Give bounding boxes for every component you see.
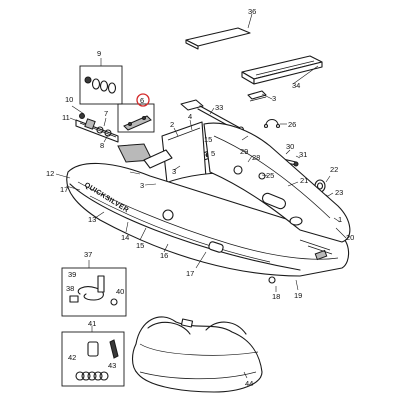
callout-19: 19 <box>294 291 302 300</box>
callout-11: 11 <box>62 113 70 122</box>
callout-labels: 36 34 3 9 6 10 11 7 8 33 26 30 31 2 4 15… <box>46 7 354 388</box>
callout-34: 34 <box>292 81 300 90</box>
callout-41: 41 <box>88 319 96 328</box>
transom-valve-assembly <box>69 105 119 143</box>
callout-23: 23 <box>335 188 343 197</box>
callout-6: 6 <box>140 96 144 105</box>
callout-5: 5 <box>211 149 215 158</box>
callout-17b: 17 <box>186 269 194 278</box>
callout-4: 4 <box>188 112 192 121</box>
callout-7: 7 <box>104 109 108 118</box>
callout-39: 39 <box>68 270 76 279</box>
callout-28: 28 <box>252 153 260 162</box>
callout-12: 12 <box>46 169 54 178</box>
callout-9: 9 <box>97 49 101 58</box>
callout-36: 36 <box>248 7 256 16</box>
part-36-seat-board <box>185 13 253 50</box>
part-44-carry-bag <box>131 316 263 393</box>
callout-25: 25 <box>266 171 274 180</box>
part-34-bench-seat <box>241 55 323 102</box>
part-6-valve-cover <box>117 93 155 133</box>
callout-13: 13 <box>88 215 96 224</box>
part-41-accessory-box <box>61 326 125 387</box>
callout-22: 22 <box>330 165 338 174</box>
callout-44: 44 <box>245 379 253 388</box>
callout-14: 14 <box>121 233 129 242</box>
callout-17a: 17 <box>60 185 68 194</box>
boat-hull <box>66 121 351 284</box>
callout-33: 33 <box>215 103 223 112</box>
callout-38: 38 <box>66 284 74 293</box>
callout-18: 18 <box>272 292 280 301</box>
hull-leader-lines <box>55 119 347 292</box>
callout-16: 16 <box>160 251 168 260</box>
part-26-lanyard <box>263 118 287 129</box>
callout-31: 31 <box>299 150 307 159</box>
callout-10: 10 <box>65 95 73 104</box>
callout-37: 37 <box>84 250 92 259</box>
callout-43: 43 <box>108 361 116 370</box>
callout-15a: 15 <box>204 135 212 144</box>
callout-42: 42 <box>68 353 76 362</box>
callout-2: 2 <box>170 120 174 129</box>
callout-3b: 3 <box>140 181 144 190</box>
part-37-repair-kit-box <box>61 260 127 317</box>
callout-40: 40 <box>116 287 124 296</box>
callout-20: 20 <box>346 233 354 242</box>
part-9-valve-kit-box <box>79 58 123 105</box>
callout-3: 3 <box>172 167 176 176</box>
callout-8: 8 <box>100 141 104 150</box>
callout-21: 21 <box>300 176 308 185</box>
callout-29: 29 <box>240 147 248 156</box>
callout-30: 30 <box>286 142 294 151</box>
callout-15b: 15 <box>136 241 144 250</box>
callout-26: 26 <box>288 120 296 129</box>
callout-1: 1 <box>338 215 342 224</box>
callout-35: 3 <box>272 94 276 103</box>
